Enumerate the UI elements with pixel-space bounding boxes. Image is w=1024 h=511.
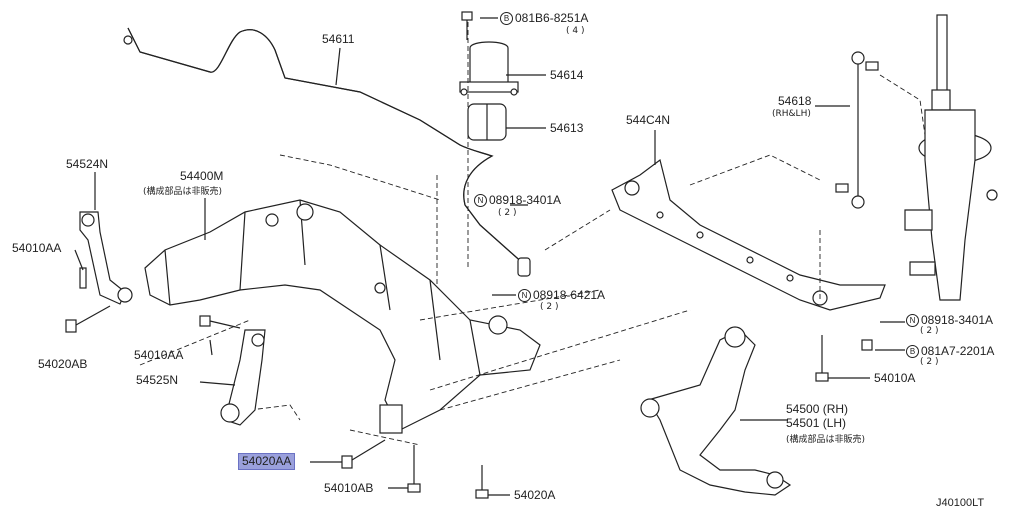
front-suspension-member [144,199,541,434]
label-54611: 54611 [322,32,355,46]
note-54501: (構成部品は非販売) [786,435,866,445]
bolt-54010aa-mid [199,315,241,329]
stabilizer-link [835,51,879,209]
nut-symbol-n: N [906,314,919,327]
fastener-number: 08918-3401A [489,193,562,207]
fastener-qty: ( 2 ) [920,357,939,367]
label-54020aa-highlighted[interactable]: 54020AA [238,453,296,470]
nut-symbol-n: N [474,194,487,207]
note-54618: (RH&LH) [772,109,811,119]
diagram-code: J40100LT [936,497,985,509]
compression-rod-mid [220,329,266,426]
rear-cross-bracket [611,158,886,311]
fastener-number: 081A7-2201A [921,344,995,358]
label-54020ab: 54020AB [38,357,88,371]
label-54501: 54501 (LH) [786,416,847,430]
bolt-54020ab [65,305,111,333]
fastener-number: 081B6-8251A [515,11,589,25]
bolt-symbol-b: B [906,345,919,358]
note-54400m: (構成部品は非販売) [143,187,223,197]
nut-symbol-n: N [518,289,531,302]
label-54010ab: 54010AB [324,481,374,495]
label-54525n: 54525N [136,373,179,387]
stabilizer-bushing [467,103,507,141]
label-54614: 54614 [550,68,584,82]
label-54020a: 54020A [514,488,556,502]
label-54010a: 54010A [874,371,916,385]
strut-assembly [904,14,998,301]
lower-control-arm [640,326,792,496]
bolt-54020a [475,465,489,499]
fastener-qty: ( 2 ) [540,302,559,312]
bolt-54010a [815,335,873,382]
leader-lines [74,17,905,496]
bolt-081b6 [461,11,473,40]
fastener-qty: ( 2 ) [498,208,517,218]
fastener-qty: ( 4 ) [566,26,585,36]
fastener-number: 08918-6421A [533,288,606,302]
label-54400m: 54400M [180,169,224,183]
label-54613: 54613 [550,121,584,135]
compression-rod-left [79,211,133,305]
label-54618: 54618 [778,94,812,108]
fastener-number: 08918-3401A [921,313,994,327]
label-54500: 54500 (RH) [786,402,849,416]
bolt-54020aa [341,439,386,469]
stabilizer-clamp [459,41,519,96]
label-54524n: 54524N [66,157,109,171]
bolt-54010ab [407,445,421,493]
label-54010aa-mid: 54010AA [134,348,184,362]
fastener-qty: ( 2 ) [920,326,939,336]
bolt-symbol-b: B [500,12,513,25]
label-544c4n: 544C4N [626,113,671,127]
label-54010aa-left: 54010AA [12,241,62,255]
